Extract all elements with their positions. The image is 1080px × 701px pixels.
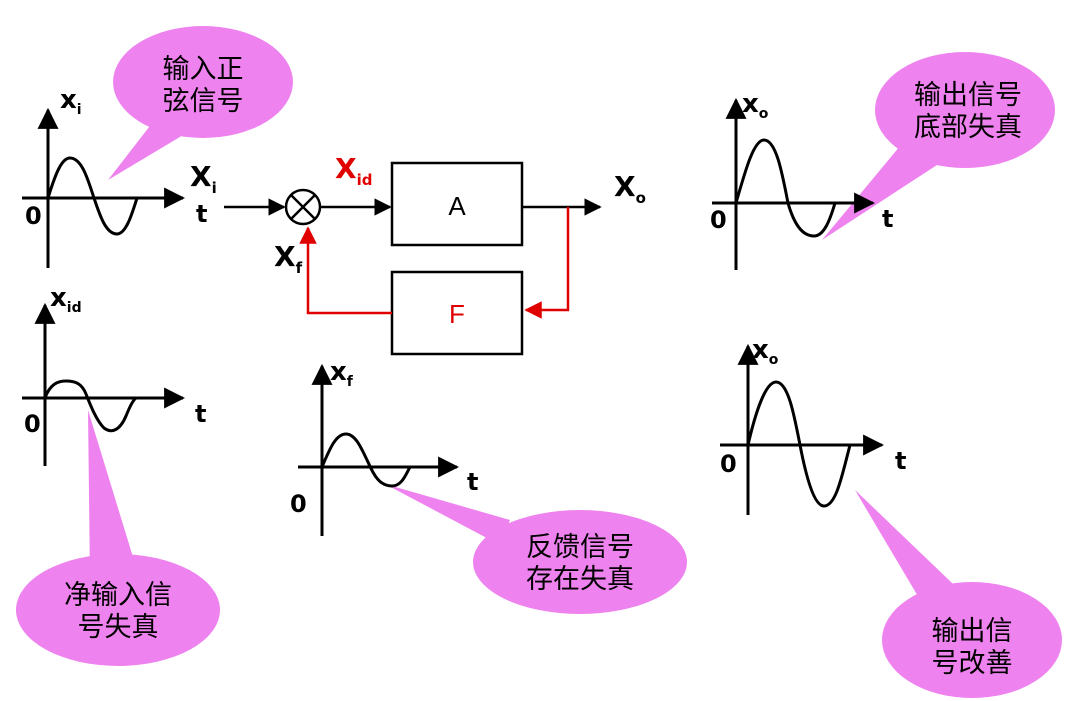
- callout-output-improved: 输出信 号改善: [855, 490, 1062, 698]
- plot-output-improved: xo t 0: [720, 335, 906, 515]
- plot-error-origin: 0: [24, 410, 41, 438]
- output-signal-label: Xo: [614, 170, 646, 207]
- error-signal-label: Xid: [335, 152, 372, 189]
- plot-input: xi t 0: [22, 85, 207, 268]
- callout-output-bottom-line-1: 输出信号: [914, 80, 1022, 111]
- callout-net-input: 净输入信 号失真: [16, 410, 220, 666]
- callout-net-input-line-1: 净输入信: [64, 580, 172, 611]
- input-signal-label: Xi: [190, 160, 217, 197]
- plot-feedback: xf t 0: [290, 357, 478, 536]
- callout-output-bottom-line-2: 底部失真: [914, 112, 1022, 143]
- callout-feedback: 反馈信号 存在失真: [385, 484, 687, 614]
- callout-net-input-pointer: [88, 410, 140, 580]
- plot-feedback-curve: [320, 432, 412, 488]
- callout-output-bottom-bubble: [875, 52, 1055, 168]
- callout-output-improved-line-1: 输出信: [932, 616, 1013, 647]
- plot-feedback-origin: 0: [290, 490, 307, 518]
- plot-output-distorted-curve: [734, 138, 837, 238]
- plot-output-improved-origin: 0: [720, 450, 737, 478]
- callout-net-input-line-2: 号失真: [78, 612, 159, 643]
- callout-input: 输入正 弦信号: [108, 26, 293, 180]
- callout-input-line-1: 输入正: [163, 54, 244, 85]
- callout-feedback-bubble: [473, 510, 687, 614]
- feedback-block-f: [390, 270, 524, 356]
- forward-block-label: A: [448, 191, 466, 221]
- plot-feedback-xlabel: t: [467, 468, 478, 496]
- callout-feedback-line-2: 存在失真: [526, 564, 634, 595]
- plot-output-distorted-ylabel: xo: [742, 89, 769, 122]
- plot-input-curve: [46, 156, 139, 236]
- callout-output-improved-line-2: 号改善: [932, 648, 1013, 679]
- callout-net-input-bubble: [16, 554, 220, 666]
- plot-error: xid t 0: [22, 283, 206, 466]
- plot-output-distorted: xo t 0: [710, 89, 893, 270]
- plot-input-xlabel: t: [196, 200, 207, 228]
- callout-feedback-pointer: [385, 484, 510, 545]
- plot-input-origin: 0: [25, 202, 42, 230]
- callout-output-bottom: 输出信号 底部失真: [822, 52, 1055, 240]
- callout-input-line-2: 弦信号: [163, 86, 244, 117]
- callout-feedback-line-1: 反馈信号: [526, 532, 634, 563]
- plot-output-improved-xlabel: t: [895, 447, 906, 475]
- plot-output-improved-curve: [746, 380, 852, 508]
- block-diagram: Xi Xid A Xo F Xf: [190, 152, 646, 356]
- plot-output-distorted-origin: 0: [710, 206, 727, 234]
- feedback-block-label: F: [449, 299, 465, 329]
- plot-output-distorted-xlabel: t: [882, 205, 893, 233]
- feedback-path-left: [299, 226, 392, 315]
- plot-feedback-ylabel: xf: [330, 357, 354, 390]
- plot-output-improved-ylabel: xo: [752, 335, 779, 368]
- plot-error-curve: [43, 379, 137, 433]
- plot-input-ylabel: xi: [60, 85, 82, 118]
- callout-output-improved-bubble: [882, 582, 1062, 698]
- plot-error-ylabel: xid: [50, 283, 82, 316]
- summing-junction-icon: [284, 188, 322, 226]
- feedback-path-right: [524, 207, 570, 319]
- plot-error-xlabel: t: [195, 400, 206, 428]
- feedback-signal-label: Xf: [274, 240, 303, 277]
- callout-output-bottom-pointer: [822, 140, 960, 240]
- callout-input-bubble: [113, 26, 293, 138]
- forward-block-a: [390, 161, 524, 247]
